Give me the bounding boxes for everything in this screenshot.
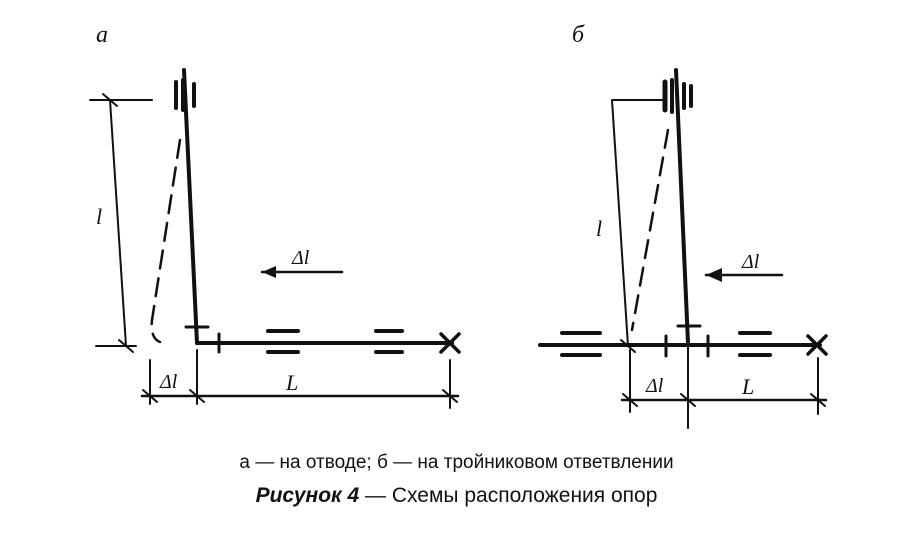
- panel-a: а l: [89, 22, 461, 409]
- panel-b-fixed-support: [806, 334, 828, 356]
- panel-b-length-label: l: [596, 216, 602, 241]
- support-layout-diagram: а l: [89, 22, 828, 429]
- panel-b: б l Δl L: [538, 22, 828, 429]
- panel-a-length-label: l: [96, 204, 102, 229]
- panel-b-vertical-pipe: [674, 68, 690, 345]
- panel-a-arrow-label: Δl: [291, 247, 310, 269]
- panel-a-fixed-support: [439, 332, 461, 354]
- panel-a-dimension-l: [109, 99, 127, 347]
- panel-b-displaced-pipe: [630, 128, 670, 332]
- panel-b-delta-label: Δl: [645, 375, 664, 397]
- figure-number: Рисунок 4: [255, 484, 360, 507]
- panel-b-dimension-l: [611, 99, 629, 347]
- caption-separator: —: [359, 484, 392, 507]
- panel-b-arrow-label: Δl: [741, 251, 760, 273]
- figure-title: Схемы расположения опор: [391, 484, 658, 507]
- figure-subtitle: а — на отводе; б — на тройниковом ответв…: [239, 452, 674, 473]
- panel-a-span-label: L: [285, 370, 298, 395]
- panel-b-label: б: [572, 22, 585, 48]
- panel-b-span-label: L: [741, 374, 754, 399]
- panel-a-displaced-pipe: [150, 138, 182, 344]
- panel-a-delta-label: Δl: [159, 371, 178, 393]
- figure-caption: Рисунок 4 — Схемы расположения опор: [0, 484, 913, 508]
- panel-a-vertical-pipe: [182, 68, 199, 345]
- panel-a-label: а: [96, 22, 108, 48]
